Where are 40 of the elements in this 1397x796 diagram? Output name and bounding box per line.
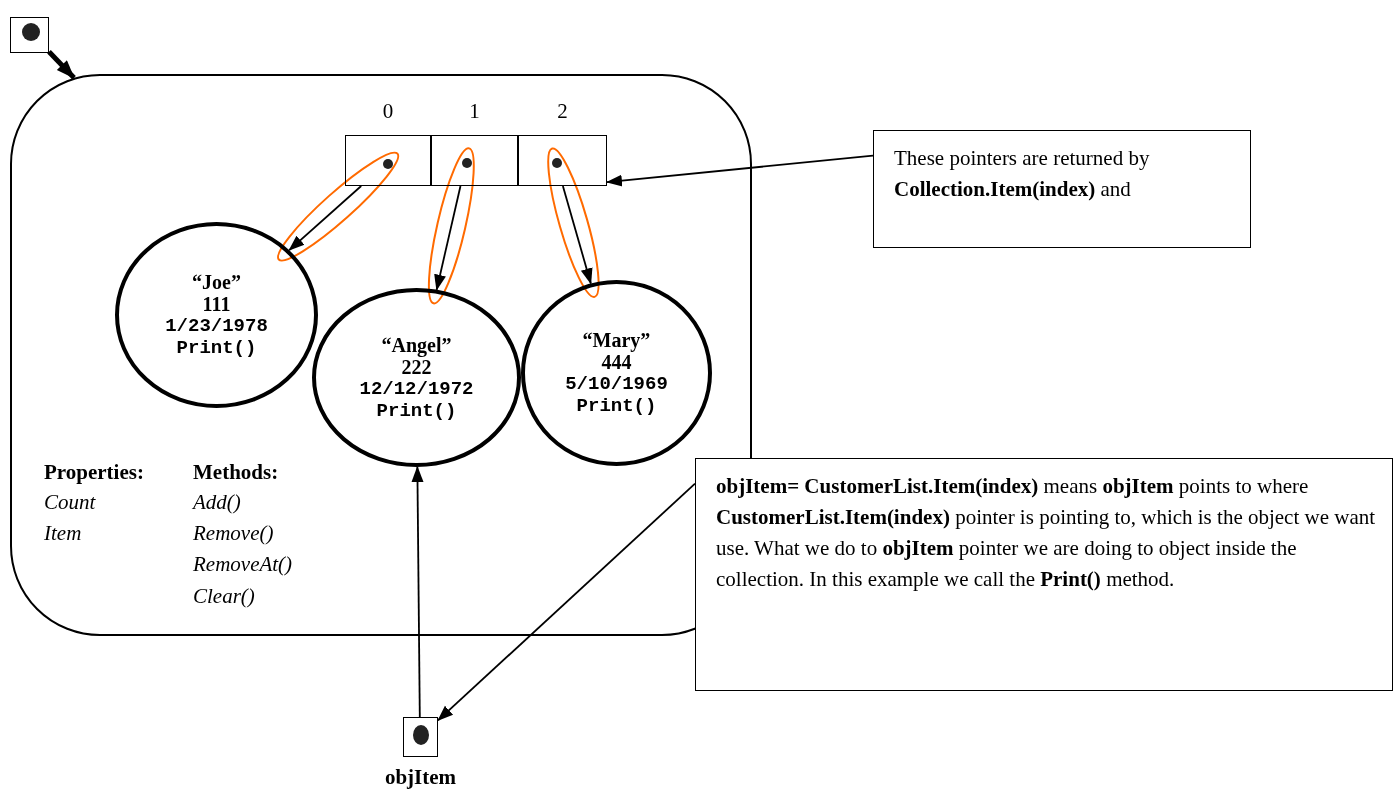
object-name: “Mary” — [582, 329, 651, 351]
object-id: 111 — [202, 293, 231, 315]
method-name: Clear() — [193, 584, 255, 609]
arrow — [288, 185, 363, 252]
method-call: Print() — [376, 399, 457, 422]
property-name: Count — [44, 490, 96, 515]
index-label: 0 — [381, 99, 395, 124]
object-name: “Angel” — [381, 333, 452, 356]
array-cell — [345, 135, 431, 186]
variable-name: objItem — [383, 765, 458, 790]
method-name: RemoveAt() — [193, 552, 293, 577]
object-name: “Joe” — [192, 271, 241, 293]
object-date: 5/10/1969 — [565, 373, 668, 395]
pointer-box — [10, 17, 49, 53]
section-heading: Methods: — [193, 460, 279, 485]
method-name: Add() — [193, 490, 241, 515]
arrow — [606, 154, 874, 187]
pointer-box — [403, 717, 438, 757]
arrow — [437, 482, 696, 722]
note-text: These pointers are returned by Collection.Item(index) and — [893, 145, 1151, 203]
section-heading: Properties: — [44, 460, 144, 485]
object-id: 444 — [601, 351, 632, 373]
index-label: 2 — [556, 99, 569, 124]
method-name: Remove() — [193, 521, 274, 546]
method-call: Print() — [576, 395, 657, 417]
object-ellipse — [115, 222, 318, 408]
arrow — [411, 466, 424, 718]
object-ellipse — [521, 280, 712, 466]
method-call: Print() — [176, 337, 257, 359]
array-cell — [518, 135, 607, 186]
object-date: 1/23/1978 — [165, 315, 268, 337]
note-text: objItem= CustomerList.Item(index) means objItem points to where CustomerList.Item(index) pointer is pointing to, which is the object we want use. What we do to objItem pointer we are doing to object inside the collection. In this example we call the Print() method. — [715, 473, 1377, 593]
object-date: 12/12/1972 — [359, 377, 474, 400]
note-box — [695, 458, 1393, 691]
property-name: Item — [44, 521, 82, 546]
index-label: 1 — [468, 99, 481, 124]
note-box — [873, 130, 1251, 248]
arrow — [47, 50, 76, 80]
array-cell — [431, 135, 518, 186]
object-ellipse — [312, 288, 521, 467]
